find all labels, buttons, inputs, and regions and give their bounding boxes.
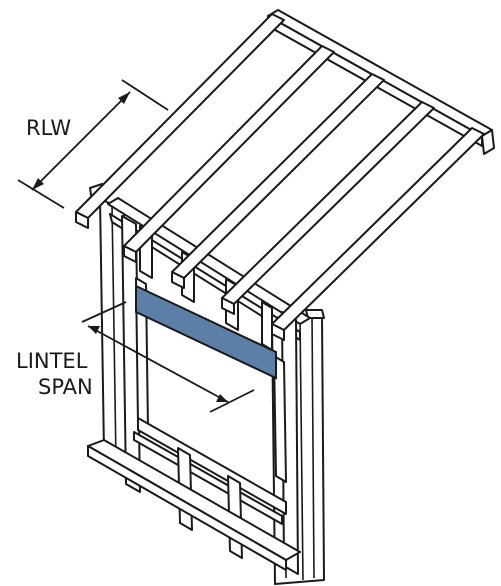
roof-rafters — [75, 9, 495, 341]
span-label: SPAN — [38, 375, 93, 399]
lintel-beam — [135, 284, 277, 380]
lintel-span-dimension — [81, 301, 255, 413]
rlw-dimension — [17, 79, 169, 209]
rlw-label: RLW — [26, 116, 71, 140]
lintel-label: LINTEL — [16, 349, 88, 373]
front-wall-frame — [87, 197, 311, 575]
